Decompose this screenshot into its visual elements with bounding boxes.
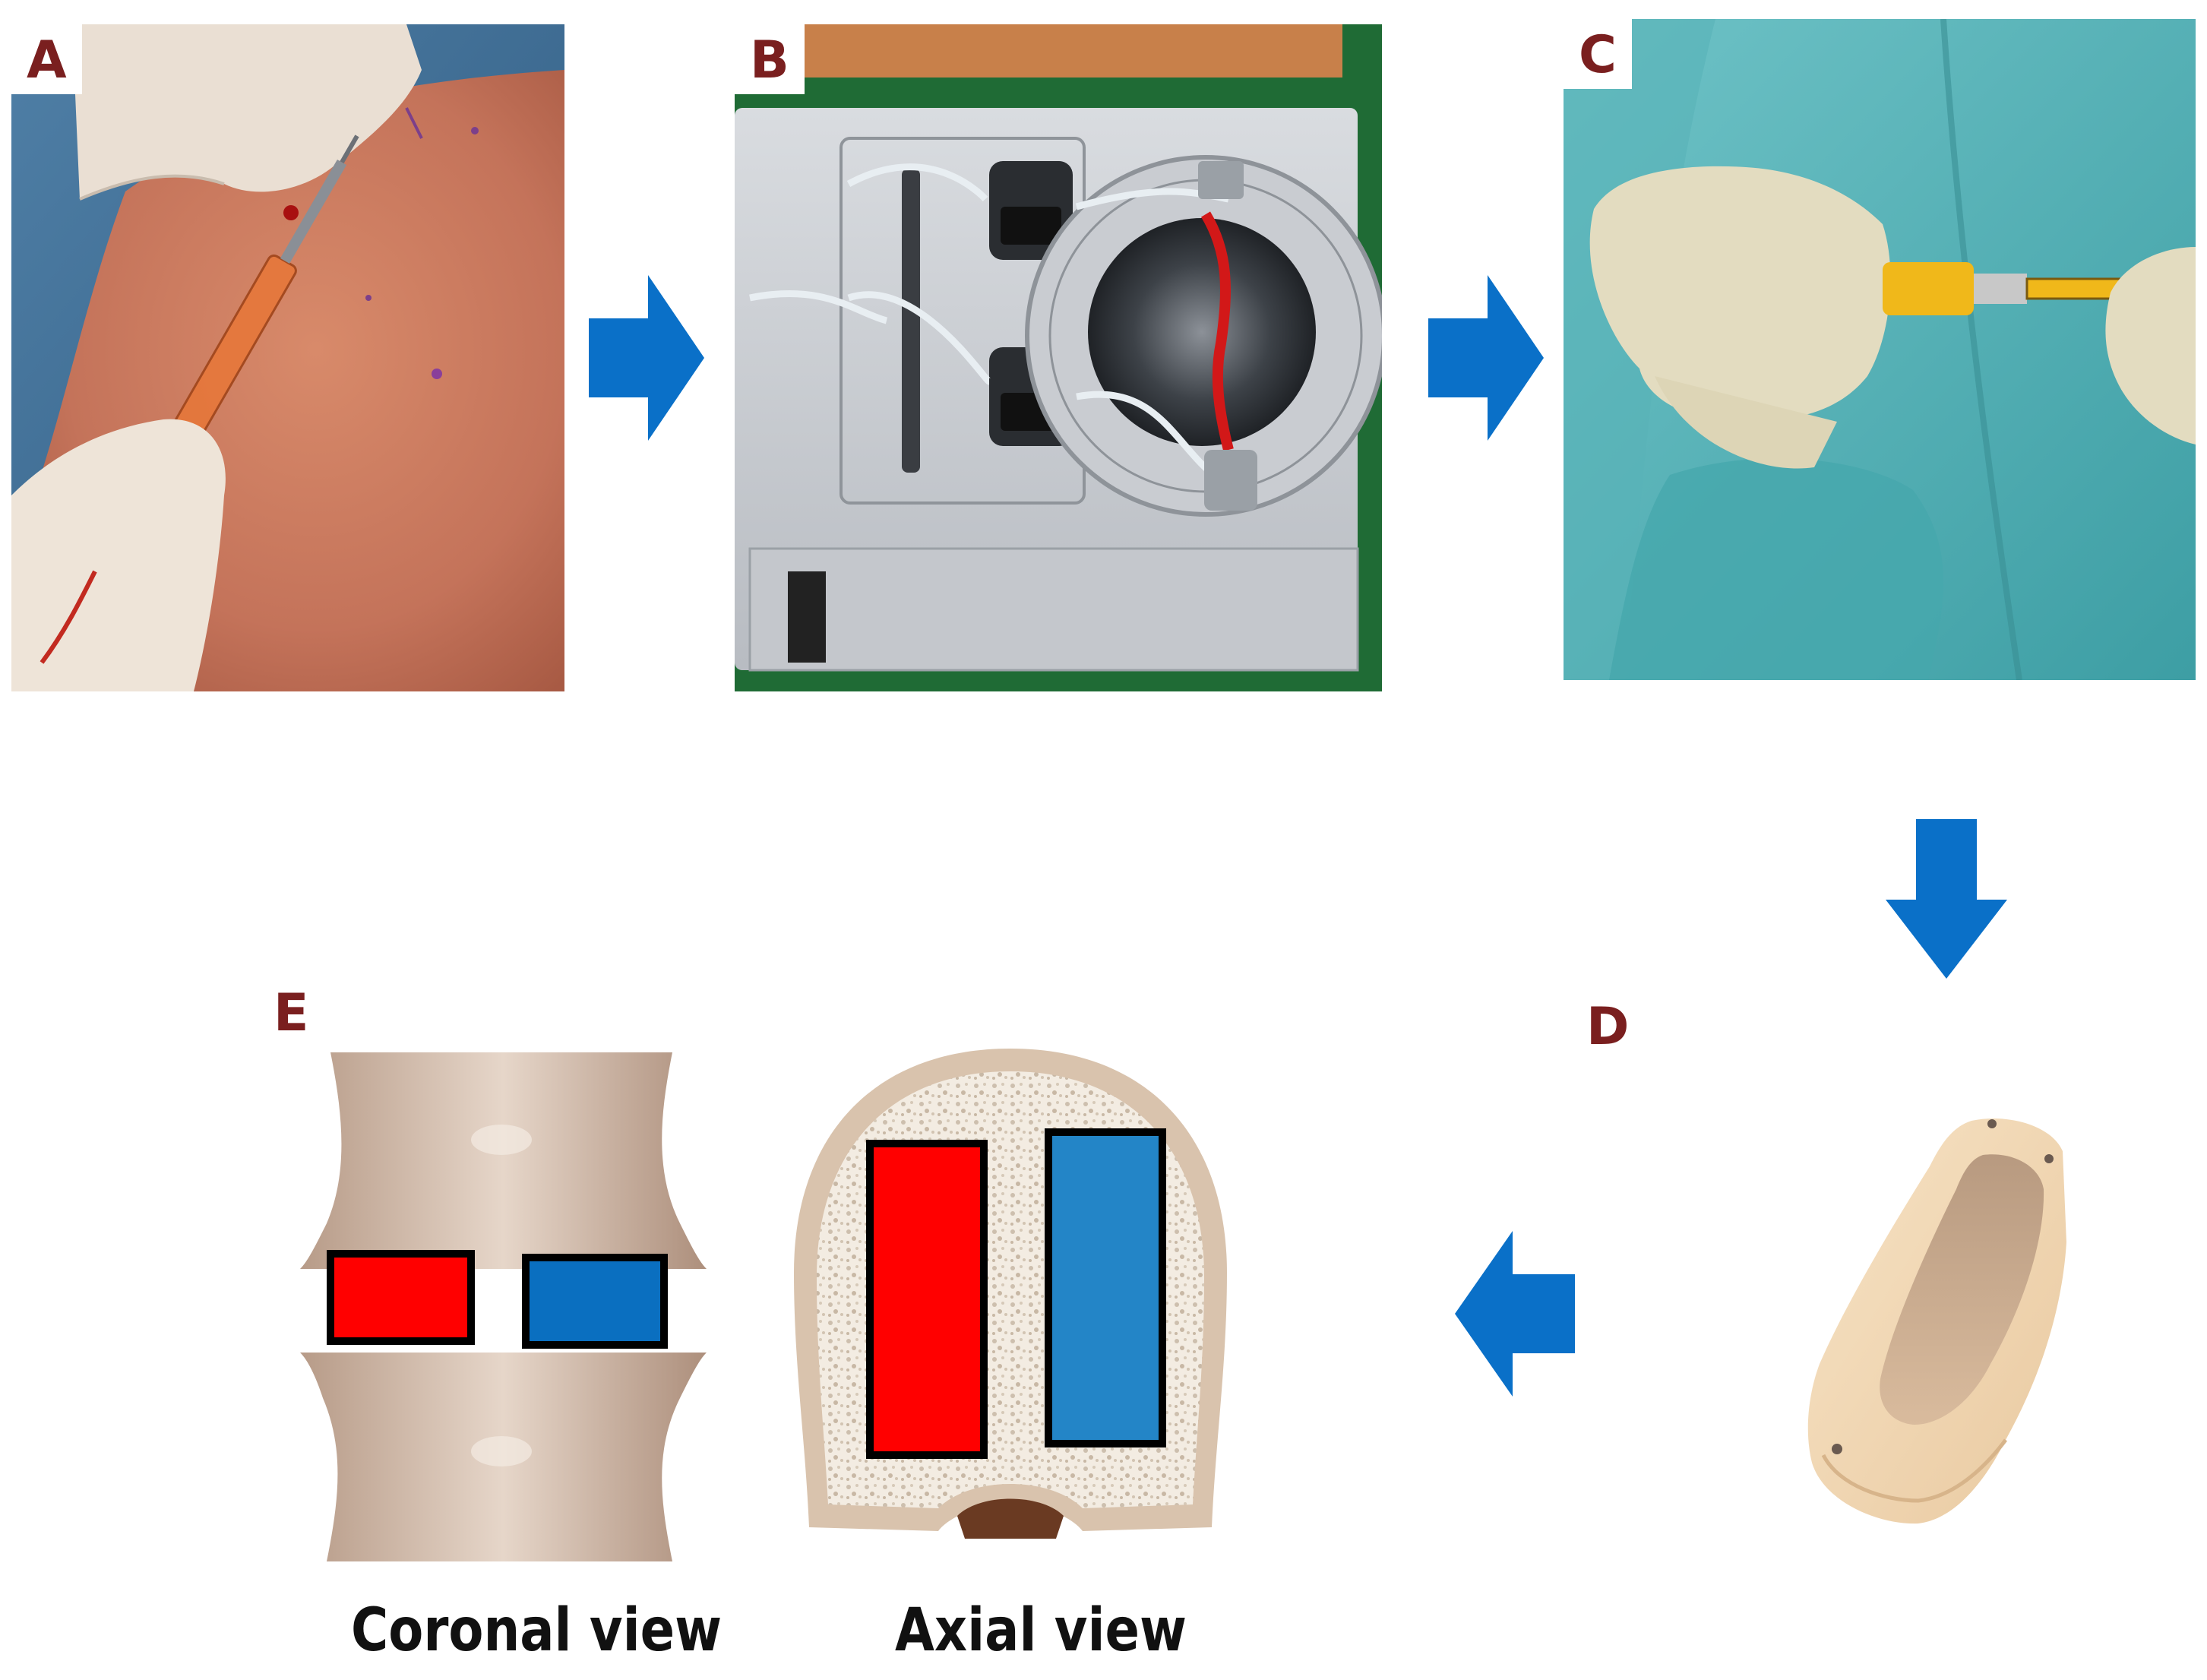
panel-e-label: E (274, 983, 309, 1043)
axial-view-image (794, 1049, 1227, 1539)
right-arrow-icon (1428, 275, 1544, 441)
arrow-right-a-to-b (589, 275, 704, 441)
panel-a-label: A (11, 24, 82, 94)
coronal-blue-cage (522, 1254, 668, 1349)
coronal-view-caption: Coronal view (351, 1596, 722, 1665)
down-arrow-icon (1886, 819, 2007, 979)
interbody-cage-image (1807, 1118, 2066, 1524)
panel-c-label: C (1564, 19, 1632, 89)
arrow-left-d-to-e (1455, 1231, 1575, 1397)
axial-view-caption: Axial view (895, 1596, 1187, 1665)
right-arrow-icon (589, 275, 704, 441)
axial-view-diagram (790, 1045, 1231, 1550)
processing-device-image (735, 24, 1382, 691)
panel-a-aspiration-photo: A (11, 24, 564, 691)
coronal-red-cage (327, 1250, 475, 1345)
coronal-view-image (300, 1052, 707, 1561)
axial-blue-cage (1045, 1128, 1166, 1447)
concentrate-syringe-image (1564, 19, 2196, 680)
coronal-view-diagram (296, 1049, 707, 1565)
axial-red-cage (866, 1140, 988, 1459)
panel-c-syringe-photo: C (1564, 19, 2196, 680)
panel-d-label: D (1586, 997, 1630, 1057)
aspiration-photo-image (11, 24, 564, 691)
arrow-right-b-to-c (1428, 275, 1544, 441)
panel-b-device-photo: B (735, 24, 1382, 691)
arrow-down-c-to-d (1886, 819, 2007, 979)
panel-d-cage (1778, 1106, 2078, 1527)
left-arrow-icon (1455, 1231, 1575, 1397)
panel-b-label: B (735, 24, 805, 94)
